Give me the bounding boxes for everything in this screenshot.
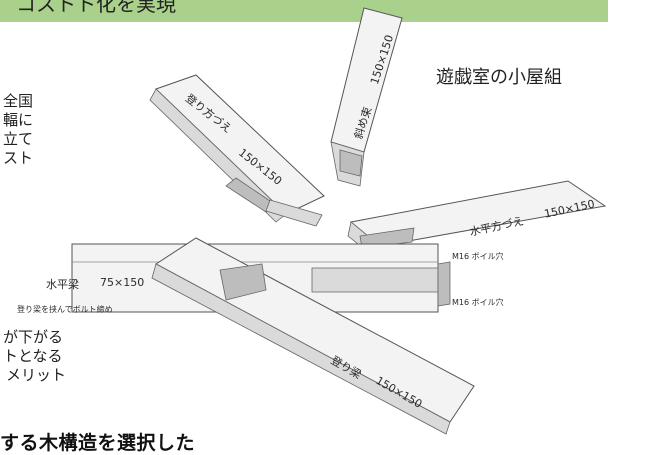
side-text-line6: トとなる <box>3 347 63 365</box>
nobori-hari-member <box>151 237 475 435</box>
label-suihei-hari: 水平梁 <box>46 278 79 291</box>
nobori-kata-zue-member <box>149 74 325 227</box>
side-text-line2: 輻に <box>3 111 34 129</box>
side-text-line7: メリット <box>6 366 67 384</box>
banner-text: コストト化を実現 <box>16 0 176 16</box>
diagram-title: 遊戯室の小屋組 <box>436 67 562 88</box>
header-banner <box>0 0 608 22</box>
naname-zuka-member <box>330 7 403 187</box>
side-text-line1: 全国 <box>3 92 34 110</box>
label-m16-hole-2: M16 ボイル穴 <box>452 298 504 307</box>
label-suihei-hari-size: 75×150 <box>100 276 145 289</box>
label-m16-hole-1: M16 ボイル穴 <box>452 252 504 261</box>
side-text-line3: 立て <box>3 130 34 148</box>
bottom-text: する木構造を選択した <box>0 432 196 454</box>
white-box <box>527 413 615 435</box>
side-text-line5: が下がる <box>3 328 64 346</box>
label-bolt-note: 登り梁を挟んでボルト締め <box>17 305 113 314</box>
side-text-line4: スト <box>3 149 34 167</box>
